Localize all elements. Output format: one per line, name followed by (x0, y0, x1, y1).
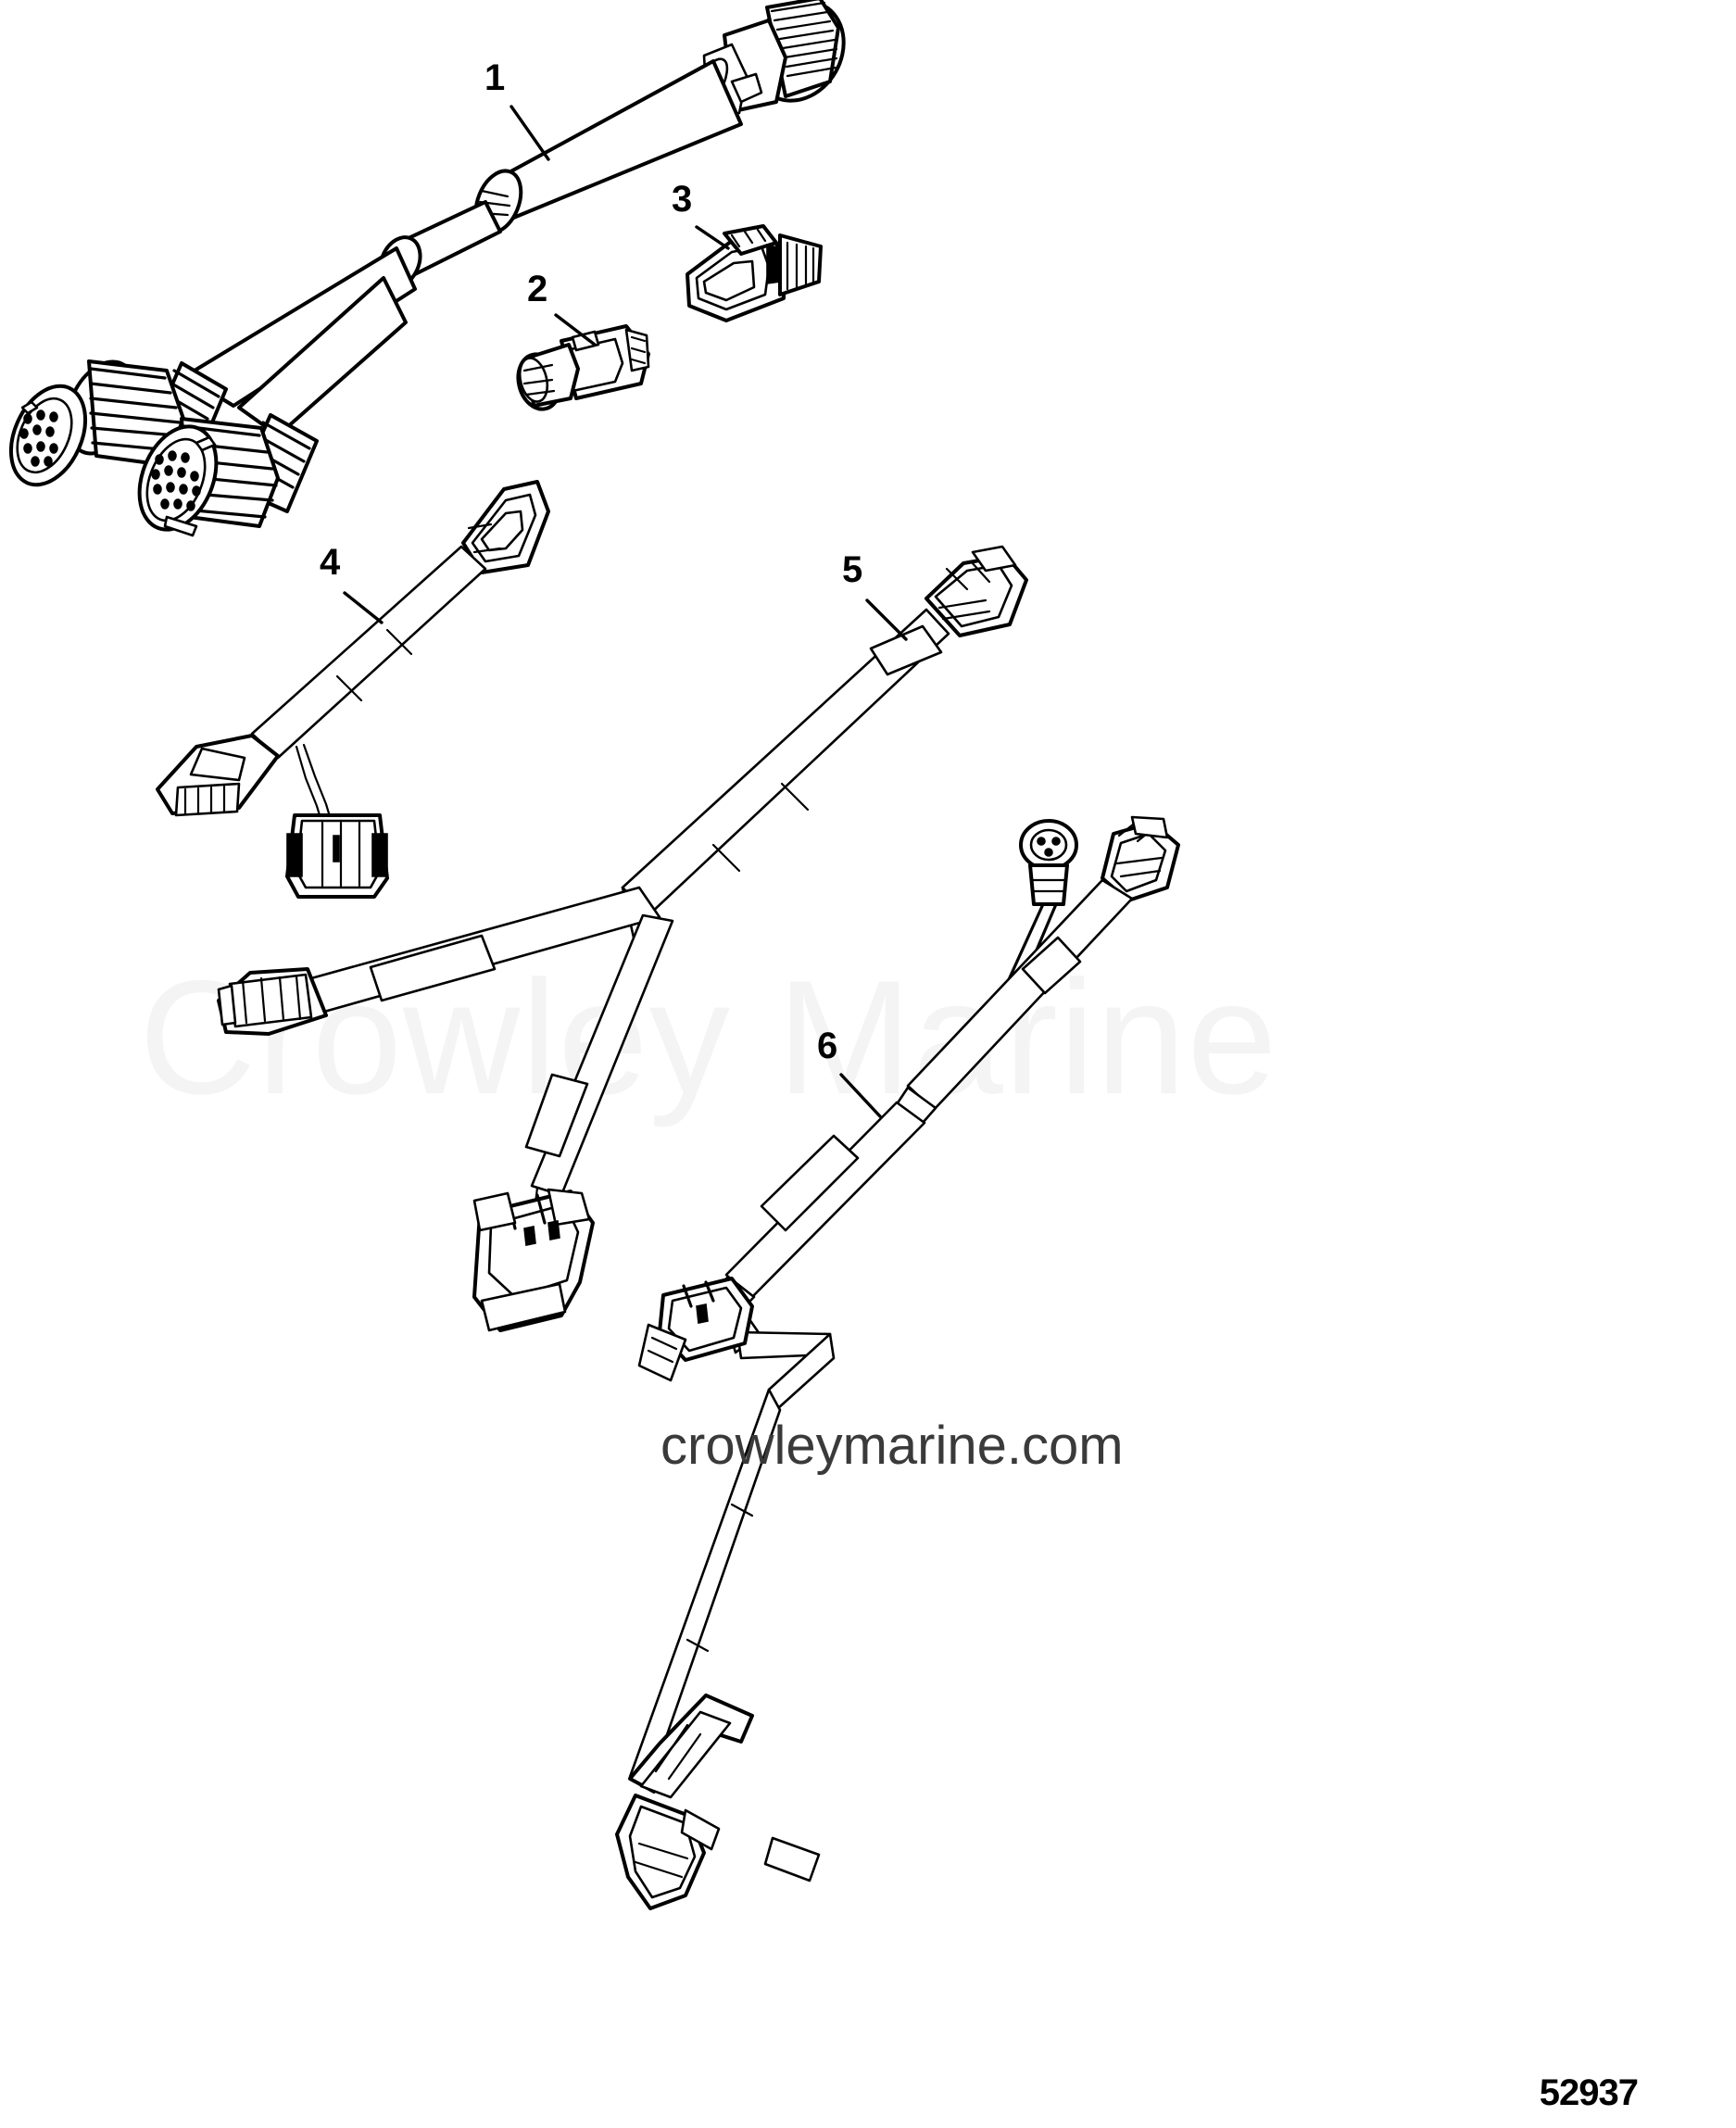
callout-3[interactable]: 3 (672, 179, 730, 250)
callout-2[interactable]: 2 (527, 269, 597, 346)
part-6-end-plug (628, 1694, 754, 1799)
callout-6-label: 6 (817, 1026, 837, 1066)
callout-2-label: 2 (527, 269, 547, 309)
part-4-connector-bottom (285, 813, 389, 899)
part-4-connector-top (461, 480, 550, 574)
part-5-connector-left (217, 967, 328, 1036)
callout-4[interactable]: 4 (320, 542, 384, 624)
part-5-connector-bottom (472, 1188, 595, 1332)
part-4-adapter-harness (156, 480, 550, 899)
part-6-sensor-lead-harness (615, 815, 1180, 1910)
part-4-pigtail-wires (295, 743, 333, 826)
callout-1-label: 1 (484, 57, 505, 98)
callout-5-label: 5 (842, 549, 862, 590)
callout-1[interactable]: 1 (484, 57, 550, 161)
main-cable-upper (484, 59, 743, 220)
part-5-connector-top (925, 545, 1028, 637)
part-1-main-harness (8, 0, 846, 537)
callout-3-label: 3 (672, 179, 692, 220)
pin-cluster-a (19, 409, 58, 467)
round-connector-b (137, 413, 319, 537)
part-5-y-branch-harness (217, 545, 1028, 1332)
part-6-plug-tail (615, 1794, 721, 1910)
callout-4-label: 4 (320, 542, 341, 583)
main-cable-lower-a (183, 246, 417, 408)
part-4-connector-left (156, 734, 280, 817)
part-3-two-pin-sealed-connector (686, 224, 823, 322)
part-6-connector-bottom (637, 1277, 754, 1382)
footer-url-text[interactable]: crowleymarine.com (660, 1416, 1124, 1476)
callout-6[interactable]: 6 (817, 1026, 882, 1118)
part-6-sensor-head (1019, 819, 1078, 906)
callout-5[interactable]: 5 (842, 549, 908, 641)
pin-cluster-b (151, 450, 201, 511)
part-2-two-pin-inline-connector (516, 324, 650, 411)
part-number-text: 52937 (1540, 2072, 1638, 2113)
callout-layer: 1 2 3 4 5 6 (320, 57, 908, 1118)
